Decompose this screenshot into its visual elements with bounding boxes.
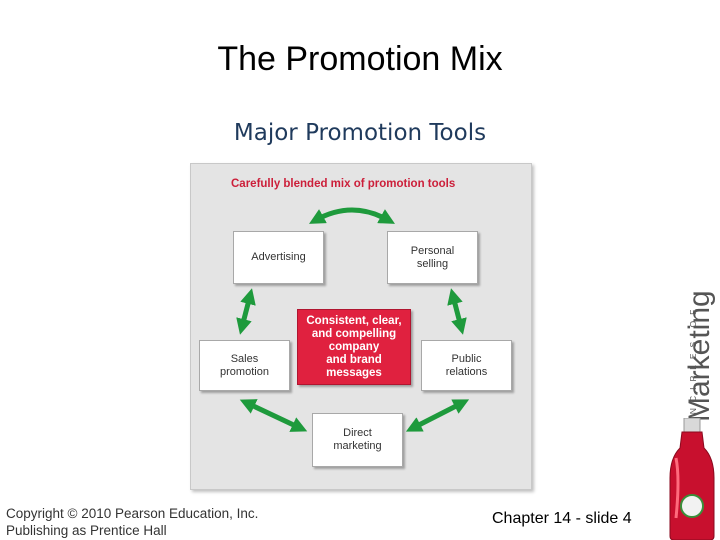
arrow-public-relations-direct-marketing (405, 399, 470, 432)
diagram-header: Carefully blended mix of promotion tools (231, 178, 456, 190)
slide-title: The Promotion Mix (217, 40, 503, 78)
direct-marketing-box: Direct marketing (312, 413, 403, 467)
slide-number: Chapter 14 - slide 4 (492, 510, 632, 527)
side-brand-logo: Marketing (683, 290, 716, 422)
public-relations-box: Public relations (421, 340, 512, 391)
core-message-box: Consistent, clear, and compelling compan… (297, 309, 411, 385)
arrow-advertising-personal-selling (309, 207, 395, 224)
arrow-advertising-sales-promotion (236, 288, 256, 335)
arrow-personal-selling-public-relations (447, 288, 467, 335)
copyright-notice: Copyright © 2010 Pearson Education, Inc.… (6, 506, 259, 538)
bottle-image (669, 418, 715, 540)
sales-promotion-box: Sales promotion (199, 340, 290, 391)
personal-selling-box: Personal selling (387, 231, 478, 284)
arrow-sales-promotion-direct-marketing (239, 399, 308, 432)
advertising-box: Advertising (233, 231, 324, 284)
slide-subtitle: Major Promotion Tools (233, 120, 487, 146)
